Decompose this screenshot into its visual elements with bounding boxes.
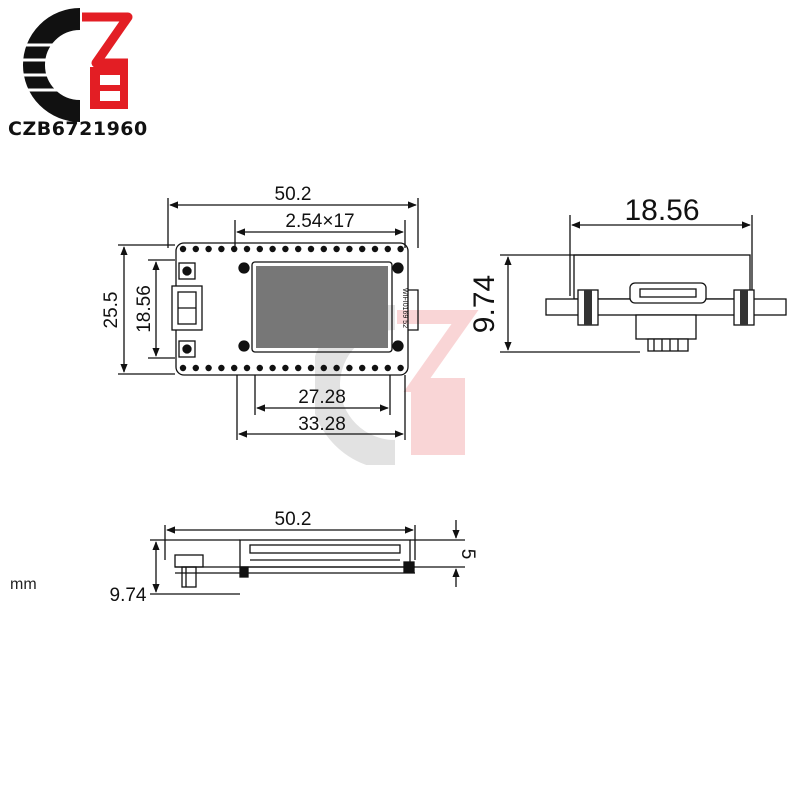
header-pin bbox=[333, 245, 340, 253]
dim-side-width: 50.2 bbox=[275, 509, 312, 530]
header-pin bbox=[231, 245, 238, 253]
header-pin bbox=[320, 245, 327, 253]
header-pin bbox=[359, 364, 366, 372]
logo-z-mark bbox=[82, 12, 133, 68]
top-view bbox=[118, 198, 419, 376]
header-pin bbox=[269, 245, 276, 253]
header-pin bbox=[256, 364, 263, 372]
header-pin bbox=[282, 245, 289, 253]
pin-row-top bbox=[179, 245, 404, 253]
header-pin bbox=[359, 245, 366, 253]
dim-side-height: 9.74 bbox=[110, 585, 147, 606]
header-pin bbox=[192, 245, 199, 253]
header-pin bbox=[295, 364, 302, 372]
header-pin bbox=[397, 364, 404, 372]
dim-end-height: 9.74 bbox=[468, 275, 501, 333]
dim-width-top: 50.2 bbox=[275, 184, 312, 205]
header-pin bbox=[192, 364, 199, 372]
header-pin bbox=[218, 245, 225, 253]
header-pin bbox=[256, 245, 263, 253]
header-pin bbox=[179, 245, 187, 253]
header-pin bbox=[179, 364, 187, 372]
logo-b-mark bbox=[90, 67, 128, 109]
header-pin bbox=[269, 364, 276, 372]
header-pin bbox=[231, 364, 238, 372]
header-pin bbox=[307, 364, 315, 372]
logo-c-mark bbox=[22, 8, 81, 122]
header-pin bbox=[397, 245, 404, 253]
header-pin bbox=[243, 364, 251, 372]
dim-side-thickness: 5 bbox=[457, 549, 478, 560]
header-pin bbox=[205, 245, 212, 253]
header-pin bbox=[371, 364, 379, 372]
brand-logo-icon bbox=[22, 8, 133, 122]
header-pin bbox=[384, 245, 391, 253]
header-pin bbox=[320, 364, 327, 372]
dim-end-width: 18.56 bbox=[624, 194, 699, 227]
header-pin bbox=[371, 245, 379, 253]
dim-span-inner: 27.28 bbox=[298, 387, 346, 408]
end-view bbox=[500, 215, 787, 353]
header-pin bbox=[333, 364, 340, 372]
header-pin bbox=[384, 364, 391, 372]
board-silkscreen: WIFI0169 52 bbox=[401, 288, 408, 328]
dim-span-outer: 33.28 bbox=[298, 414, 346, 435]
header-pin bbox=[346, 364, 353, 372]
header-pin bbox=[346, 245, 353, 253]
header-pin bbox=[243, 245, 251, 253]
header-pin bbox=[218, 364, 225, 372]
dim-height-inner: 18.56 bbox=[134, 285, 155, 333]
side-view bbox=[150, 520, 465, 595]
header-pin bbox=[282, 364, 289, 372]
brand-name: CZB6721960 bbox=[8, 118, 148, 140]
top-view-bottom-dims bbox=[236, 375, 406, 440]
header-pin bbox=[295, 245, 302, 253]
dim-height-outer: 25.5 bbox=[101, 292, 122, 329]
header-pin bbox=[205, 364, 212, 372]
unit-label: mm bbox=[10, 576, 37, 593]
header-pin bbox=[307, 245, 315, 253]
pin-row-bottom bbox=[179, 364, 404, 372]
dim-pitch: 2.54×17 bbox=[285, 211, 354, 232]
